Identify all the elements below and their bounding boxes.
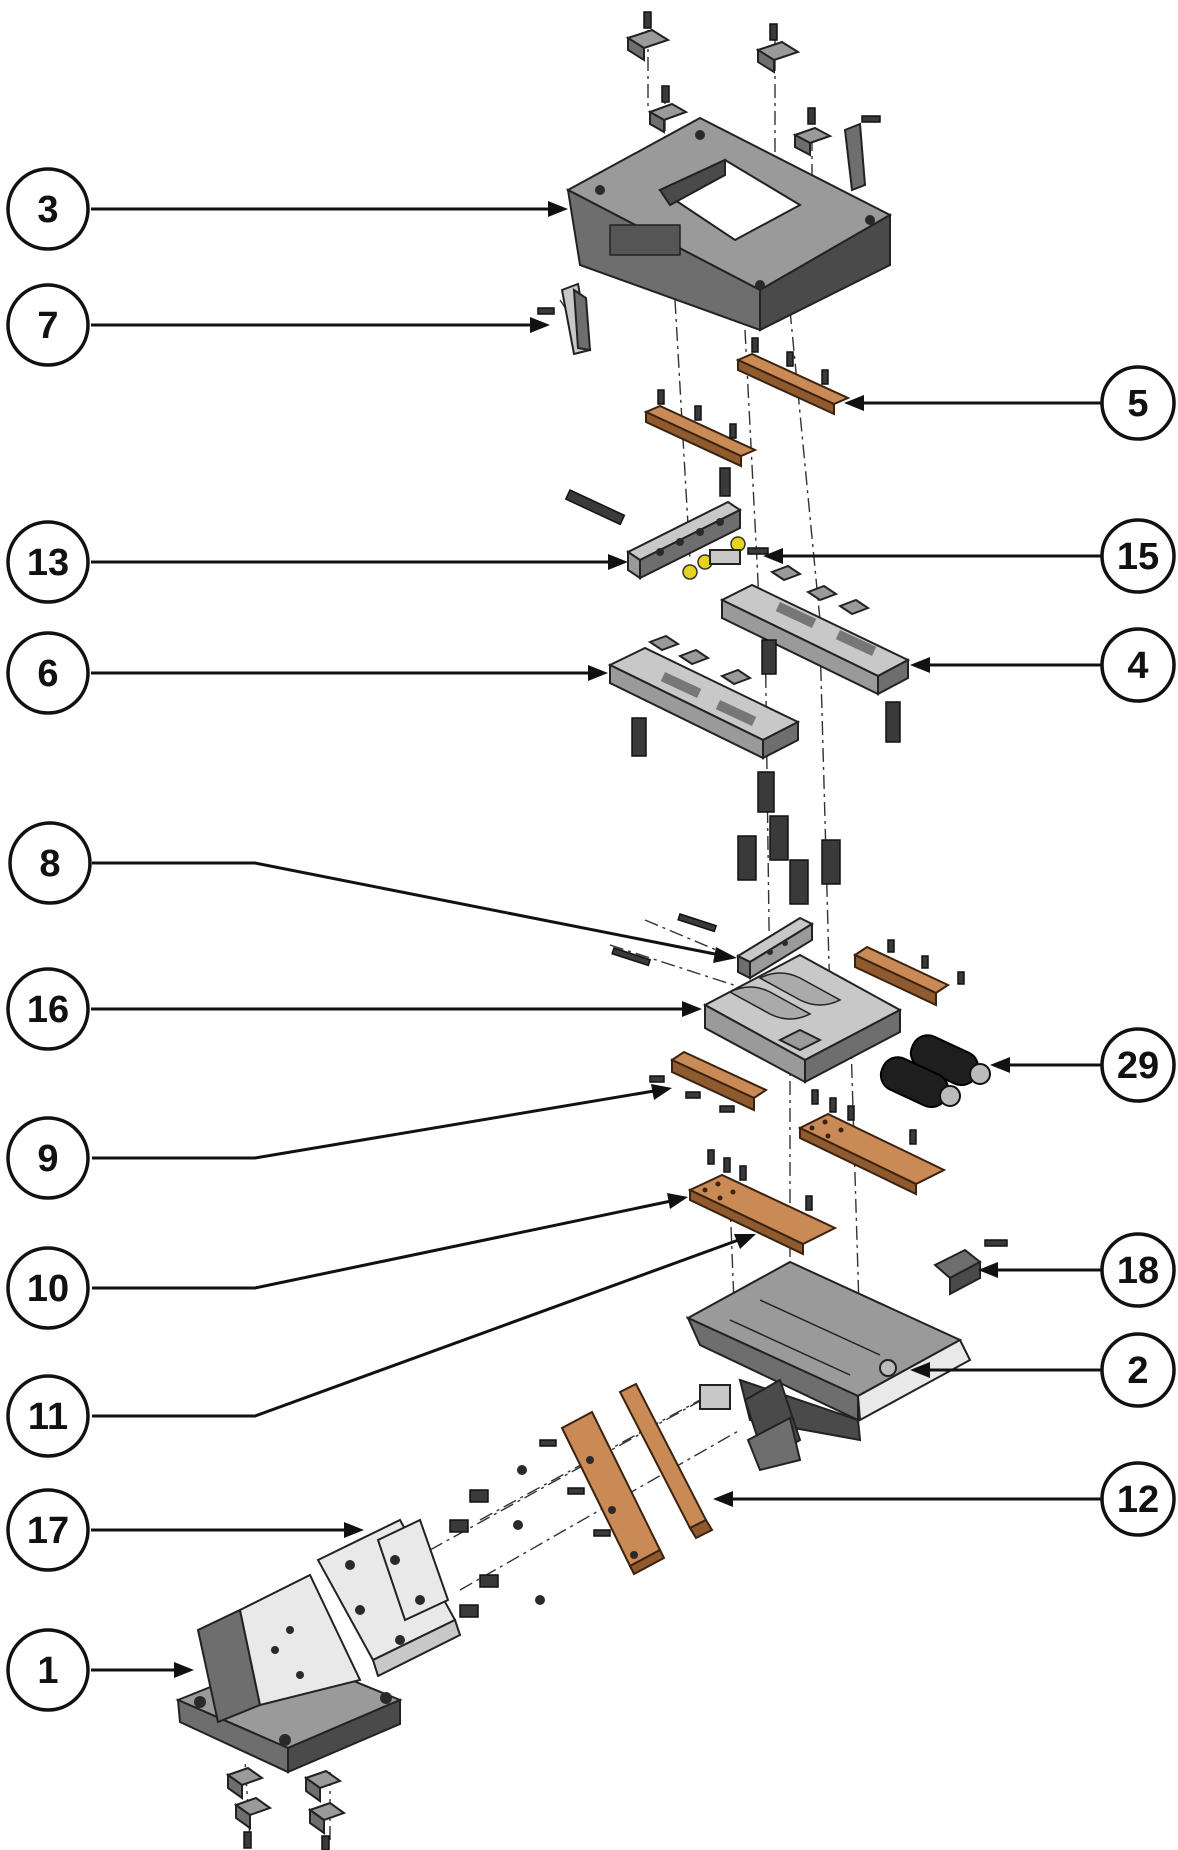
- part-29-rollers: [879, 1034, 991, 1109]
- svg-text:18: 18: [1117, 1250, 1159, 1292]
- part-7-side-bracket: [537, 282, 592, 356]
- callout-7: 7: [6, 283, 90, 367]
- callout-18: 18: [1100, 1232, 1176, 1308]
- part-5-bronze-strips: [643, 337, 851, 468]
- part-6-left-rail: [607, 634, 801, 760]
- svg-text:3: 3: [37, 189, 58, 231]
- callout-29: 29: [1100, 1027, 1176, 1103]
- svg-text:17: 17: [27, 1510, 69, 1552]
- top-clamps: [625, 11, 881, 192]
- callout-17: 17: [6, 1488, 90, 1572]
- callout-8: 8: [8, 821, 92, 905]
- part-16-center-block: [702, 953, 903, 1084]
- svg-text:10: 10: [27, 1268, 69, 1310]
- part-12-bronze-plates: [560, 1382, 714, 1576]
- svg-text:8: 8: [39, 843, 60, 885]
- callout-13: 13: [6, 520, 90, 604]
- part-10-11-bronze-plates: [687, 1089, 947, 1256]
- callout-11: 11: [6, 1374, 90, 1458]
- part-2-base-slide: [685, 1260, 972, 1472]
- part-13-clamp-bar: [564, 467, 742, 580]
- svg-text:9: 9: [37, 1138, 58, 1180]
- svg-text:1: 1: [37, 1650, 58, 1692]
- callout-1: 1: [6, 1628, 90, 1712]
- callout-9: 9: [6, 1116, 90, 1200]
- svg-text:12: 12: [1117, 1479, 1159, 1521]
- part-4-right-rail: [719, 564, 911, 743]
- svg-text:2: 2: [1127, 1350, 1148, 1392]
- callout-16: 16: [6, 967, 90, 1051]
- svg-text:4: 4: [1127, 645, 1148, 687]
- part-8-small-clamp: [611, 913, 815, 980]
- svg-text:5: 5: [1127, 383, 1148, 425]
- part-9-bronze-strip: [649, 939, 965, 1113]
- svg-text:16: 16: [27, 989, 69, 1031]
- svg-text:15: 15: [1117, 536, 1159, 578]
- center-bolts: [737, 771, 841, 905]
- part-3-top-frame: [565, 116, 893, 332]
- callout-12: 12: [1100, 1461, 1176, 1537]
- part-18-small-block: [933, 1239, 1008, 1296]
- callout-10: 10: [6, 1246, 90, 1330]
- part-17-bracket-plate: [316, 1518, 462, 1678]
- callout-6: 6: [6, 631, 90, 715]
- part-12-fasteners: [449, 1439, 611, 1618]
- svg-text:13: 13: [27, 542, 69, 584]
- callout-3: 3: [6, 167, 90, 251]
- svg-text:6: 6: [37, 653, 58, 695]
- callout-15: 15: [1100, 518, 1176, 594]
- svg-text:7: 7: [37, 305, 58, 347]
- callout-5: 5: [1100, 365, 1176, 441]
- svg-text:11: 11: [28, 1396, 68, 1438]
- leader-lines: [91, 201, 1102, 1678]
- part-15-pins: [682, 536, 769, 580]
- callout-2: 2: [1100, 1332, 1176, 1408]
- part-1-angle-base: [175, 1573, 403, 1850]
- svg-text:29: 29: [1117, 1045, 1159, 1087]
- callout-4: 4: [1100, 627, 1176, 703]
